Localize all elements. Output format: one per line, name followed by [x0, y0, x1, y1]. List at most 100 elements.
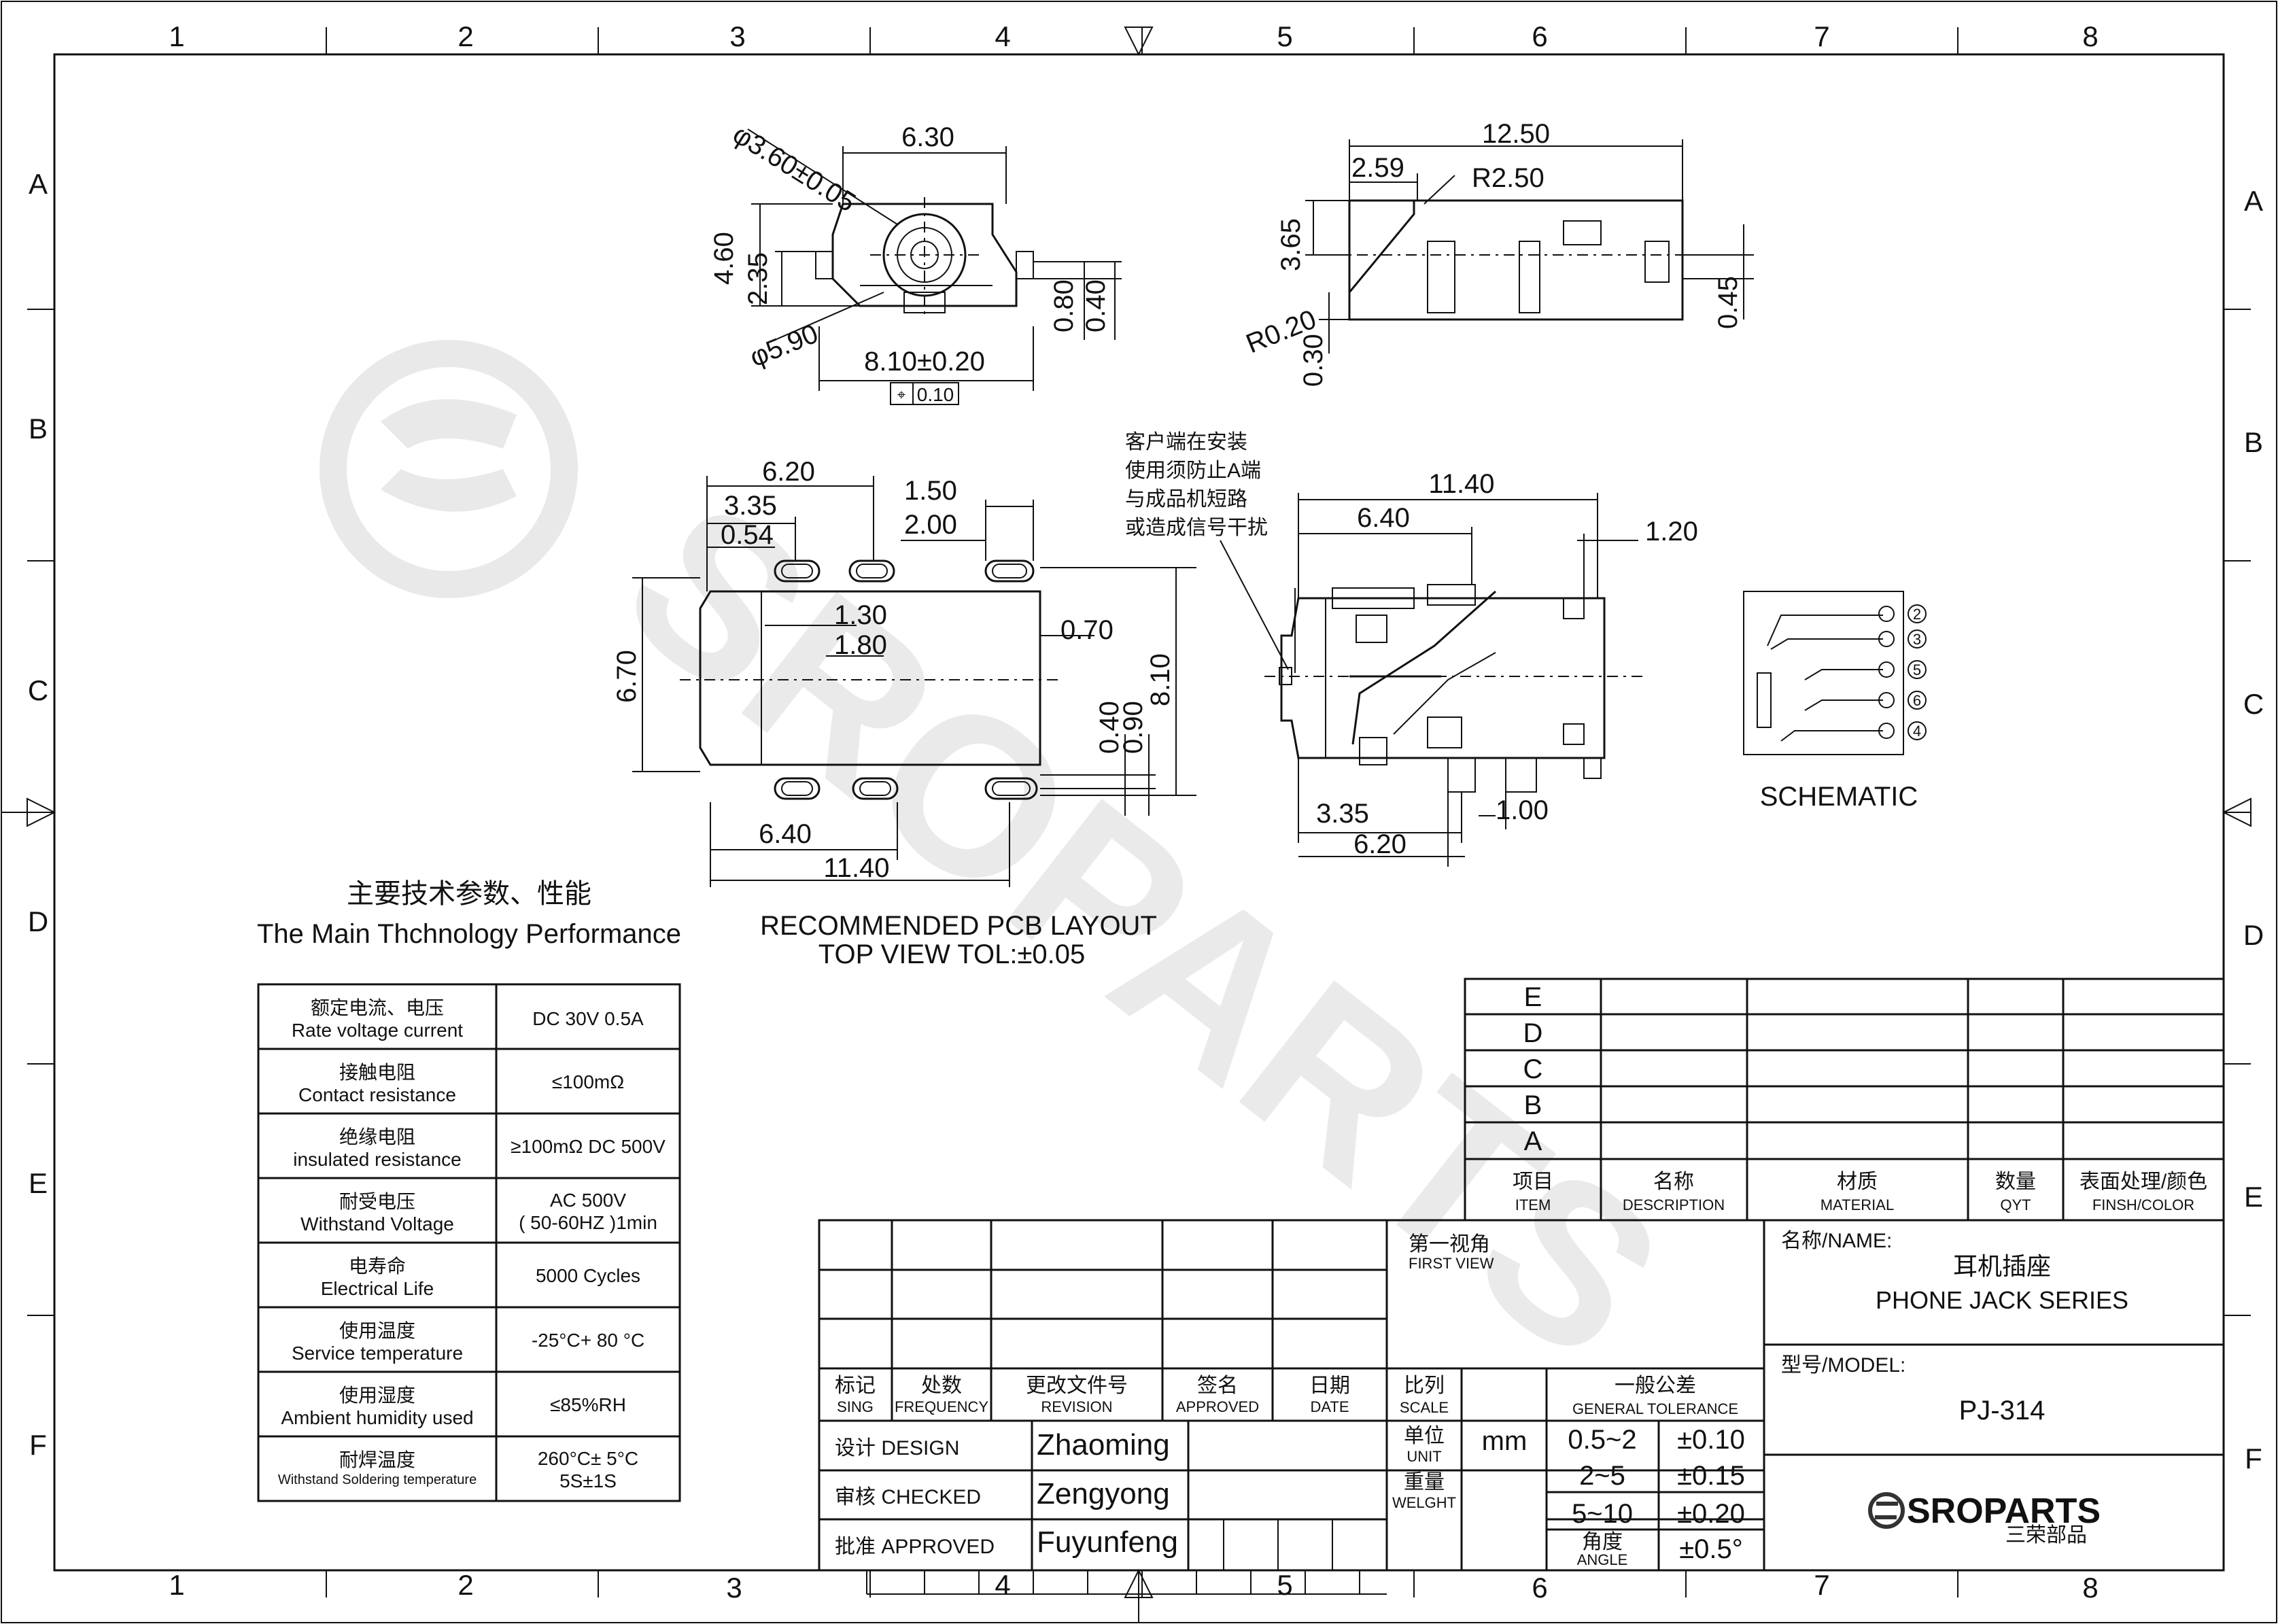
logo-cn: 三荣部品	[2005, 1524, 2087, 1547]
part-name-en: PHONE JACK SERIES	[1876, 1286, 2128, 1314]
schematic-pin: 6	[1913, 692, 1921, 709]
design-label: 设计 DESIGN	[835, 1437, 959, 1459]
tb-header-cn: 标记	[835, 1375, 876, 1397]
revision-row-label: B	[1524, 1090, 1542, 1120]
row-label: D	[28, 905, 48, 937]
dim-top-pin-pitch: 6.20	[1353, 829, 1407, 859]
dim-front-center: 2.35	[743, 252, 773, 305]
perf-param-cn: 耐受电压	[339, 1191, 415, 1212]
col-label: 5	[1277, 1569, 1292, 1601]
perf-param-cn: 使用温度	[339, 1320, 415, 1341]
perf-value: ≤85%RH	[550, 1394, 626, 1415]
row-label: B	[2244, 426, 2263, 458]
dim-pcb-margin: 0.70	[1060, 615, 1114, 645]
performance-table: 额定电流、电压 Rate voltage current DC 30V 0.5A…	[257, 983, 681, 1502]
dim-side-foot: 0.45	[1713, 276, 1743, 329]
revision-row-label: C	[1523, 1054, 1543, 1084]
model-number: PJ-314	[1959, 1396, 2046, 1426]
schematic-pin: 5	[1913, 661, 1921, 678]
tb-header-cn: 签名	[1197, 1375, 1238, 1397]
tolerance-value: ±0.15	[1677, 1461, 1745, 1491]
unit-en: UNIT	[1407, 1448, 1441, 1465]
perf-value: ≥100mΩ DC 500V	[511, 1136, 666, 1157]
dim-front-tab2: 0.40	[1081, 279, 1111, 332]
pcb-layout: 6.20 3.35 0.54 1.50 2.00 1.30 1.80 0.70 …	[612, 457, 1196, 969]
col-label: 7	[1814, 20, 1829, 52]
revision-table: E D C B A 项目 ITEM 名称 DESCRIPTION 材质 MATE…	[1464, 978, 2225, 1222]
dim-pcb-height: 6.70	[612, 650, 642, 703]
pcb-caption: RECOMMENDED PCB LAYOUT	[760, 911, 1157, 941]
tb-header-en: APPROVED	[1176, 1398, 1259, 1415]
installation-note: 客户端在安装 使用须防止A端 与成品机短路 或造成信号干扰	[1125, 431, 1289, 670]
row-label: C	[28, 674, 48, 706]
perf-value-secondary: 5S±1S	[559, 1470, 617, 1491]
dim-pcb-offset: 3.35	[724, 491, 777, 521]
dim-pcb-bottom-total: 11.40	[823, 853, 889, 883]
perf-param-cn: 接触电阻	[339, 1062, 415, 1083]
dim-pcb-pitch: 6.20	[762, 457, 815, 487]
dim-front-bore: φ3.60±0.05	[727, 119, 861, 218]
dim-front-height: 4.60	[709, 232, 739, 285]
dim-front-width: 6.30	[901, 122, 954, 152]
col-label: 1	[169, 1569, 184, 1601]
col-label: 2	[458, 1569, 473, 1601]
tolerance-range: 5~10	[1572, 1499, 1633, 1529]
bom-header-en: MATERIAL	[1820, 1196, 1894, 1213]
tolerance-range: 0.5~2	[1568, 1425, 1636, 1455]
perf-value: -25°C+ 80 °C	[532, 1330, 644, 1351]
dim-side-radius: R2.50	[1472, 163, 1544, 193]
performance-section: 主要技术参数、性能 The Main Thchnology Performanc…	[257, 879, 681, 1502]
part-name-cn: 耳机插座	[1953, 1252, 2051, 1280]
row-label: E	[29, 1167, 48, 1199]
perf-value: AC 500V	[550, 1190, 626, 1211]
row-label: F	[2245, 1442, 2262, 1474]
dim-pcb-pad-h1: 0.40	[1094, 701, 1124, 754]
front-view: 6.30 φ3.60±0.05 4.60 2.35 φ5.90 8.10±0.2…	[709, 119, 1122, 405]
angle-en: ANGLE	[1577, 1551, 1628, 1568]
dim-pcb-pad-width: 1.50	[904, 476, 957, 506]
dim-top-pin-offset: 3.35	[1316, 799, 1369, 829]
col-label: 7	[1814, 1569, 1829, 1601]
tb-header-cn: 日期	[1309, 1375, 1350, 1397]
perf-value-secondary: ( 50-60HZ )1min	[519, 1212, 657, 1233]
dim-side-offset: 2.59	[1351, 153, 1404, 183]
unit-cn: 单位	[1404, 1425, 1445, 1447]
center-mark-top	[1124, 27, 1154, 56]
first-view-en: FIRST VIEW	[1409, 1255, 1494, 1272]
col-label: 3	[729, 20, 745, 52]
top-view: 客户端在安装 使用须防止A端 与成品机短路 或造成信号干扰 11.40 6.40…	[1125, 431, 1698, 867]
col-label: 1	[169, 20, 184, 52]
dim-front-tab1: 0.80	[1049, 279, 1079, 332]
col-label: 8	[2082, 20, 2098, 52]
row-label: A	[2244, 185, 2263, 217]
dim-front-base: 8.10±0.20	[864, 347, 985, 377]
bom-header-cn: 名称	[1653, 1171, 1694, 1193]
tolerance-frame	[890, 382, 959, 405]
row-label: F	[29, 1429, 47, 1461]
perf-param-cn: 耐焊温度	[339, 1449, 415, 1470]
dim-front-outer: φ5.90	[746, 319, 823, 373]
row-label: D	[2243, 919, 2264, 951]
schematic-title: SCHEMATIC	[1760, 782, 1918, 812]
tolerance-value: ±0.20	[1677, 1499, 1745, 1529]
tolerance-range: 2~5	[1579, 1461, 1625, 1491]
tolerance-value: 0.10	[917, 384, 954, 405]
unit-value: mm	[1482, 1426, 1528, 1456]
dim-top-mid: 6.40	[1357, 503, 1410, 533]
perf-value: 260°C± 5°C	[538, 1448, 638, 1469]
checked-label: 审核 CHECKED	[835, 1486, 981, 1508]
bom-header-cn: 数量	[1995, 1171, 2036, 1193]
perf-value: DC 30V 0.5A	[532, 1008, 644, 1029]
perf-param-en: Rate voltage current	[292, 1020, 463, 1041]
center-mark-right	[2222, 797, 2251, 827]
schematic: 2 3 5 6 4 SCHEMATIC	[1743, 591, 1927, 812]
revision-row-label: D	[1523, 1018, 1543, 1048]
perf-param-en: Contact resistance	[298, 1084, 456, 1105]
perf-value: ≤100mΩ	[552, 1071, 624, 1092]
dim-top-edge: 1.20	[1645, 517, 1698, 547]
approved-name: Fuyunfeng	[1037, 1525, 1178, 1559]
dim-pcb-pad-gap: 2.00	[904, 510, 957, 540]
first-view-cn: 第一视角	[1409, 1233, 1490, 1256]
perf-param-cn: 额定电流、电压	[311, 997, 444, 1018]
